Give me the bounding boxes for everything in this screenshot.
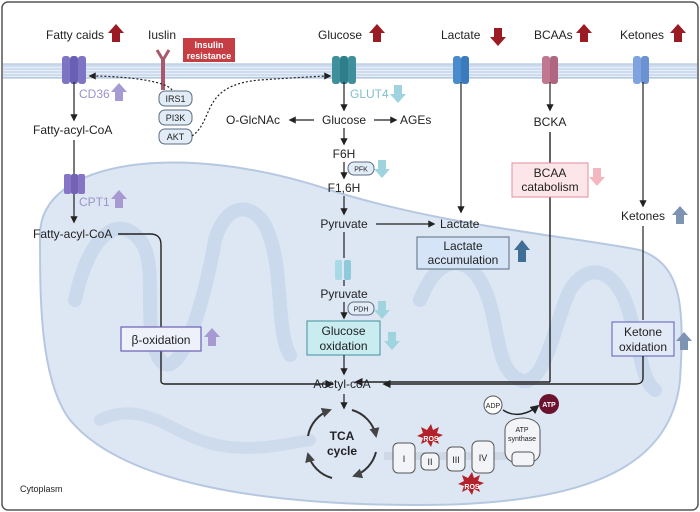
lactate-accumulation-up-arrow-icon	[514, 240, 530, 262]
glut4-label: GLUT4	[350, 87, 389, 101]
adp-label: ADP	[486, 403, 501, 410]
fatty-acyl-coa-mito: Fatty-acyl-CoA	[33, 227, 112, 241]
svg-text:BCAA: BCAA	[534, 166, 567, 180]
irs1-label: IRS1	[165, 94, 185, 104]
ketones-up-arrow-icon-mid	[672, 206, 688, 224]
svg-text:oxidation: oxidation	[619, 340, 667, 354]
bcaas-up-arrow-icon	[576, 24, 592, 42]
glucose-oxidation-down-arrow-icon	[384, 332, 400, 350]
pdh-enzyme	[347, 301, 375, 316]
ketone-transporter-icon	[633, 56, 649, 84]
svg-text:I: I	[403, 454, 406, 464]
glucose-top-label: Glucose	[318, 28, 362, 42]
svg-text:Insulin: Insulin	[195, 40, 224, 50]
cpt1-transporter-icon	[64, 174, 85, 194]
bcaa-transporter-icon	[542, 56, 558, 84]
glucose-cytosol-label: Glucose	[322, 113, 366, 127]
atp-synthase: ATP synthase	[504, 417, 541, 467]
pdh-down-arrow-icon	[374, 301, 390, 319]
svg-text:Lactate: Lactate	[443, 239, 483, 253]
cpt1-up-arrow-icon	[111, 190, 127, 208]
beta-oxidation-label: β-oxidation	[132, 333, 191, 347]
svg-text:Glucose: Glucose	[321, 324, 365, 338]
insulin-receptor-icon	[155, 49, 171, 90]
glucose-oxidation-box	[306, 320, 381, 356]
lactate-accumulation-box	[416, 236, 510, 270]
ros-burst-icon-bottom: ROS	[458, 472, 484, 495]
lactate-transporter-icon	[453, 56, 469, 84]
svg-text:accumulation: accumulation	[428, 253, 499, 267]
insulin-signaling-stack: IRS1 PI3K AKT	[158, 90, 193, 145]
fatty-acids-label: Fatty caids	[46, 28, 104, 42]
ros-burst-icon-top: ROS	[417, 424, 443, 447]
ketone-oxidation-box	[611, 321, 675, 357]
tca-cycle: TCA cycle	[305, 407, 380, 479]
electron-transport-chain: I II III IV	[392, 440, 495, 474]
cd36-up-arrow-icon	[111, 83, 127, 101]
beta-oxidation-up-arrow-icon	[204, 328, 220, 346]
fatty-acids-up-arrow-icon	[108, 24, 124, 42]
svg-text:resistance: resistance	[187, 51, 232, 61]
svg-text:Ketone: Ketone	[624, 325, 662, 339]
f16h-label: F1,6H	[328, 181, 361, 195]
insulin-label: Iuslin	[148, 28, 176, 42]
adp-bubble	[483, 395, 503, 415]
ketones-mid-label: Ketones	[621, 209, 665, 223]
lactate-down-arrow-icon	[490, 28, 506, 46]
pyruvate-mito-label: Pyruvate	[320, 287, 368, 301]
insulin-resistance-badge: Insulin resistance	[183, 38, 235, 62]
signal-to-cd36-arrow	[88, 72, 173, 91]
pfk-label: PFK	[354, 167, 368, 174]
pyruvate-cytosol-label: Pyruvate	[320, 217, 368, 231]
atp-bubble	[539, 394, 559, 414]
ketones-top-label: Ketones	[620, 28, 664, 42]
ketone-oxidation-up-arrow-icon	[676, 332, 692, 350]
cpt1-label: CPT1	[79, 195, 110, 209]
svg-text:II: II	[427, 457, 432, 467]
ketones-up-arrow-icon	[670, 24, 686, 42]
pi3k-label: PI3K	[166, 113, 186, 123]
pfk-down-arrow-icon	[374, 160, 390, 178]
atp-label: ATP	[542, 402, 556, 409]
svg-text:IV: IV	[479, 453, 488, 463]
lactate-cytosol-label: Lactate	[440, 217, 480, 231]
mpc-transporter-icon	[335, 260, 351, 280]
fatty-acyl-coa-cytosol: Fatty-acyl-CoA	[33, 123, 112, 137]
svg-text:ATP: ATP	[515, 427, 528, 434]
o-glcnac-label: O-GlcNAc	[226, 113, 280, 127]
beta-oxidation-box	[120, 326, 202, 352]
bcaa-catabolism-down-arrow-icon	[589, 168, 605, 186]
glucose-up-arrow-icon	[369, 24, 385, 42]
svg-text:cycle: cycle	[327, 444, 357, 458]
svg-text:synthase: synthase	[508, 436, 536, 443]
acetyl-coa-label: Acetyl-coA	[313, 377, 370, 391]
svg-text:ROS: ROS	[464, 484, 480, 491]
akt-label: AKT	[167, 132, 185, 142]
cd36-transporter-icon	[62, 56, 86, 84]
svg-text:III: III	[452, 455, 460, 465]
cytoplasm-label: Cytoplasm	[20, 484, 63, 494]
bcaa-catabolism-box	[511, 162, 589, 198]
f6h-label: F6H	[333, 147, 356, 161]
signal-to-glut4-arrow	[191, 72, 332, 137]
pdh-label: PDH	[354, 307, 369, 314]
glut4-down-arrow-icon	[390, 85, 406, 103]
svg-text:oxidation: oxidation	[319, 339, 367, 353]
glut4-transporter-icon	[332, 56, 356, 84]
svg-text:TCA: TCA	[330, 429, 355, 443]
pfk-enzyme	[347, 161, 375, 176]
ages-label: AGEs	[400, 113, 431, 127]
svg-text:catabolism: catabolism	[521, 180, 578, 194]
lactate-top-label: Lactate	[441, 28, 481, 42]
bcka-label: BCKA	[534, 115, 567, 129]
svg-text:ROS: ROS	[423, 436, 439, 443]
bcaas-label: BCAAs	[534, 28, 573, 42]
cd36-label: CD36	[79, 87, 110, 101]
